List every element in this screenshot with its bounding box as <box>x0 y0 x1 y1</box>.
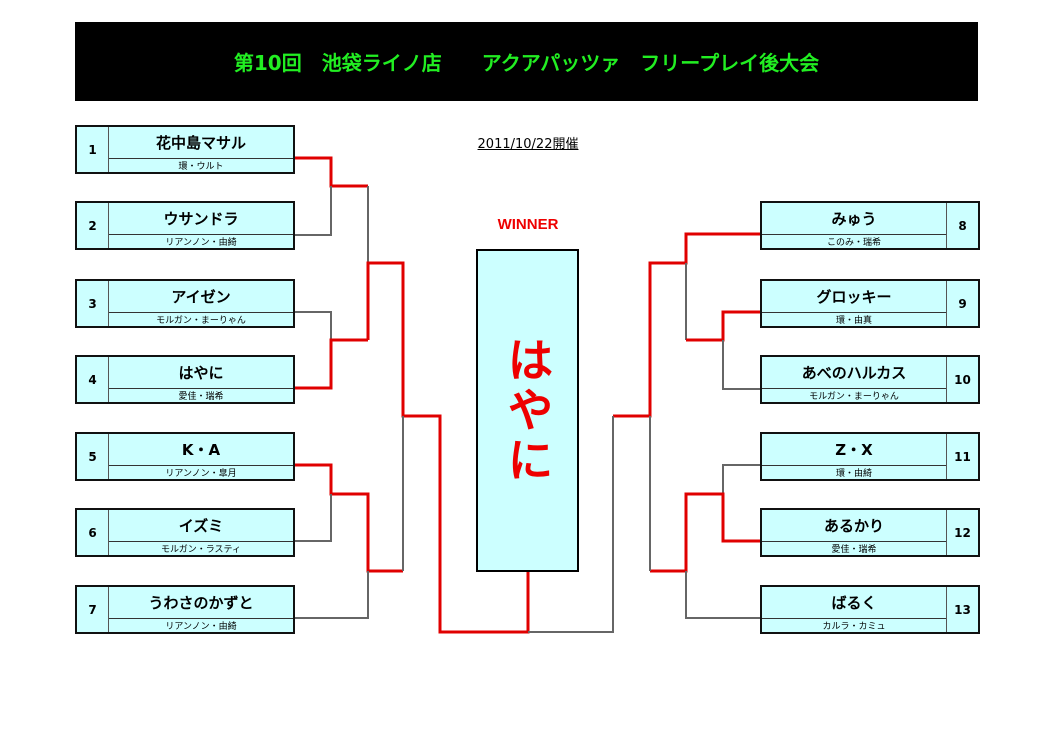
bracket-entry: 2 ウサンドラ リアンノン・由綺 <box>75 201 295 250</box>
bracket-entry: 5 K・A リアンノン・皐月 <box>75 432 295 481</box>
seed-number: 4 <box>77 357 109 402</box>
team-name: 環・由綺 <box>835 469 872 479</box>
seed-number: 8 <box>946 203 978 248</box>
team-name: 環・由真 <box>835 316 872 326</box>
winner-path-line <box>294 463 403 573</box>
team-name: カルラ・カミュ <box>822 622 886 632</box>
bracket-line <box>685 571 760 619</box>
winner-path-line <box>294 338 368 390</box>
seed-number: 10 <box>946 357 978 402</box>
bracket-entry: 12 あるかり 愛佳・瑞希 <box>760 508 980 557</box>
bracket-entry: 1 花中島マサル 環・ウルト <box>75 125 295 174</box>
event-date: 2011/10/22開催 <box>477 137 579 152</box>
team-name: 環・ウルト <box>178 162 224 172</box>
bracket-line <box>294 494 332 542</box>
team-name: 愛佳・瑞希 <box>178 392 224 402</box>
player-name: アイゼン <box>109 281 293 313</box>
seed-number: 3 <box>77 281 109 326</box>
bracket-entry: 8 みゅう このみ・瑞希 <box>760 201 980 250</box>
winner-name: はやに <box>500 335 555 486</box>
bracket-entry: 3 アイゼン モルガン・まーりゃん <box>75 279 295 328</box>
player-name: イズミ <box>109 510 293 542</box>
bracket-line <box>722 464 760 494</box>
bracket-line <box>528 416 614 633</box>
bracket-line <box>294 571 369 619</box>
seed-number: 1 <box>77 127 109 172</box>
player-name: ばるく <box>762 587 946 619</box>
winner-box: はやに <box>476 249 579 572</box>
team-name: モルガン・まーりゃん <box>809 392 899 402</box>
player-name: あべのハルカス <box>762 357 946 389</box>
player-name: グロッキー <box>762 281 946 313</box>
seed-number: 5 <box>77 434 109 479</box>
player-name: 花中島マサル <box>109 127 293 159</box>
winner-path-line <box>686 310 760 342</box>
team-name: モルガン・まーりゃん <box>156 316 246 326</box>
bracket-entry: 9 グロッキー 環・由真 <box>760 279 980 328</box>
seed-number: 11 <box>946 434 978 479</box>
team-name: 愛佳・瑞希 <box>831 545 877 555</box>
seed-number: 12 <box>946 510 978 555</box>
player-name: ウサンドラ <box>109 203 293 235</box>
seed-number: 2 <box>77 203 109 248</box>
seed-number: 6 <box>77 510 109 555</box>
team-name: リアンノン・由綺 <box>165 238 237 248</box>
bracket-entry: 6 イズミ モルガン・ラスティ <box>75 508 295 557</box>
player-name: はやに <box>109 357 293 389</box>
player-name: あるかり <box>762 510 946 542</box>
bracket-entry: 10 あべのハルカス モルガン・まーりゃん <box>760 355 980 404</box>
team-name: モルガン・ラスティ <box>160 545 241 555</box>
bracket-line <box>294 186 332 236</box>
team-name: リアンノン・由綺 <box>165 622 237 632</box>
player-name: うわさのかずと <box>109 587 293 619</box>
winner-label: WINNER <box>497 216 559 233</box>
seed-number: 9 <box>946 281 978 326</box>
player-name: Z・X <box>762 434 946 466</box>
bracket-entry: 4 はやに 愛佳・瑞希 <box>75 355 295 404</box>
team-name: リアンノン・皐月 <box>165 469 237 479</box>
bracket-entry: 7 うわさのかずと リアンノン・由綺 <box>75 585 295 634</box>
page-title: 第10回 池袋ライノ店 アクアパッツァ フリープレイ後大会 <box>75 22 978 101</box>
player-name: みゅう <box>762 203 946 235</box>
winner-path-line <box>294 156 368 188</box>
bracket-entry: 11 Z・X 環・由綺 <box>760 432 980 481</box>
seed-number: 7 <box>77 587 109 632</box>
bracket-entry: 13 ばるく カルラ・カミュ <box>760 585 980 634</box>
player-name: K・A <box>109 434 293 466</box>
team-name: このみ・瑞希 <box>826 238 881 248</box>
winner-path-line <box>650 492 760 573</box>
winner-path-line <box>366 261 530 634</box>
bracket-line <box>722 340 760 390</box>
bracket-line <box>294 311 332 340</box>
winner-path-line <box>613 232 760 418</box>
seed-number: 13 <box>946 587 978 632</box>
